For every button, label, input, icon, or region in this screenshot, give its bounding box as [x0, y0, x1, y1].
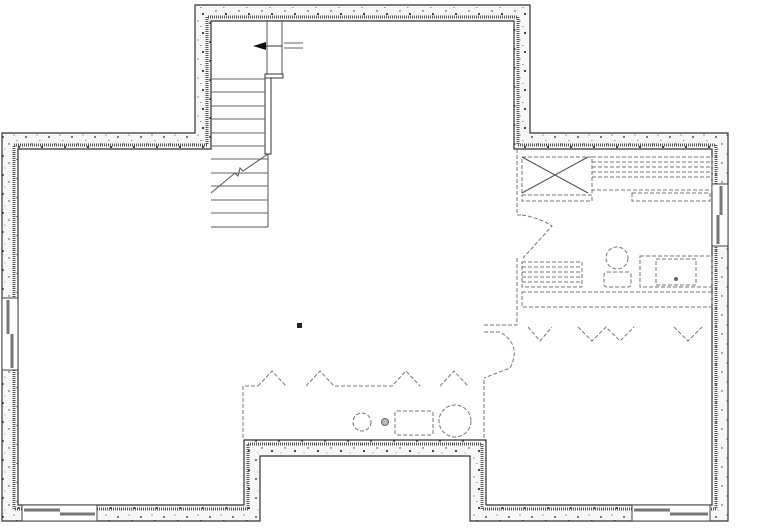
- center-point-marker: [297, 323, 302, 328]
- wall-insulation-line: [12, 15, 718, 511]
- bathroom-laundry-fixtures: [483, 149, 713, 379]
- window-right: [711, 183, 729, 247]
- bar-cart: [394, 410, 434, 436]
- window-bottom-left: [21, 504, 98, 522]
- window-bottom-right: [631, 504, 711, 522]
- stair-treads: [211, 78, 268, 214]
- staircase: [210, 21, 303, 228]
- toilet: [603, 246, 632, 288]
- exterior-wall: [1, 4, 729, 522]
- bifold-doors-right: [483, 324, 703, 379]
- floor-drain: [381, 418, 389, 426]
- round-table: [438, 404, 472, 438]
- shower-stall: [521, 156, 593, 202]
- bar-area-fixtures: [242, 370, 485, 438]
- sink-vanity: [639, 255, 713, 288]
- break-line-icon: [210, 153, 269, 194]
- stair-direction-arrow-icon: [253, 42, 303, 50]
- stool: [352, 412, 372, 432]
- counter-top: [591, 156, 713, 202]
- window-left: [1, 297, 19, 371]
- laundry-counter: [521, 291, 713, 308]
- bench-shelf: [521, 261, 583, 288]
